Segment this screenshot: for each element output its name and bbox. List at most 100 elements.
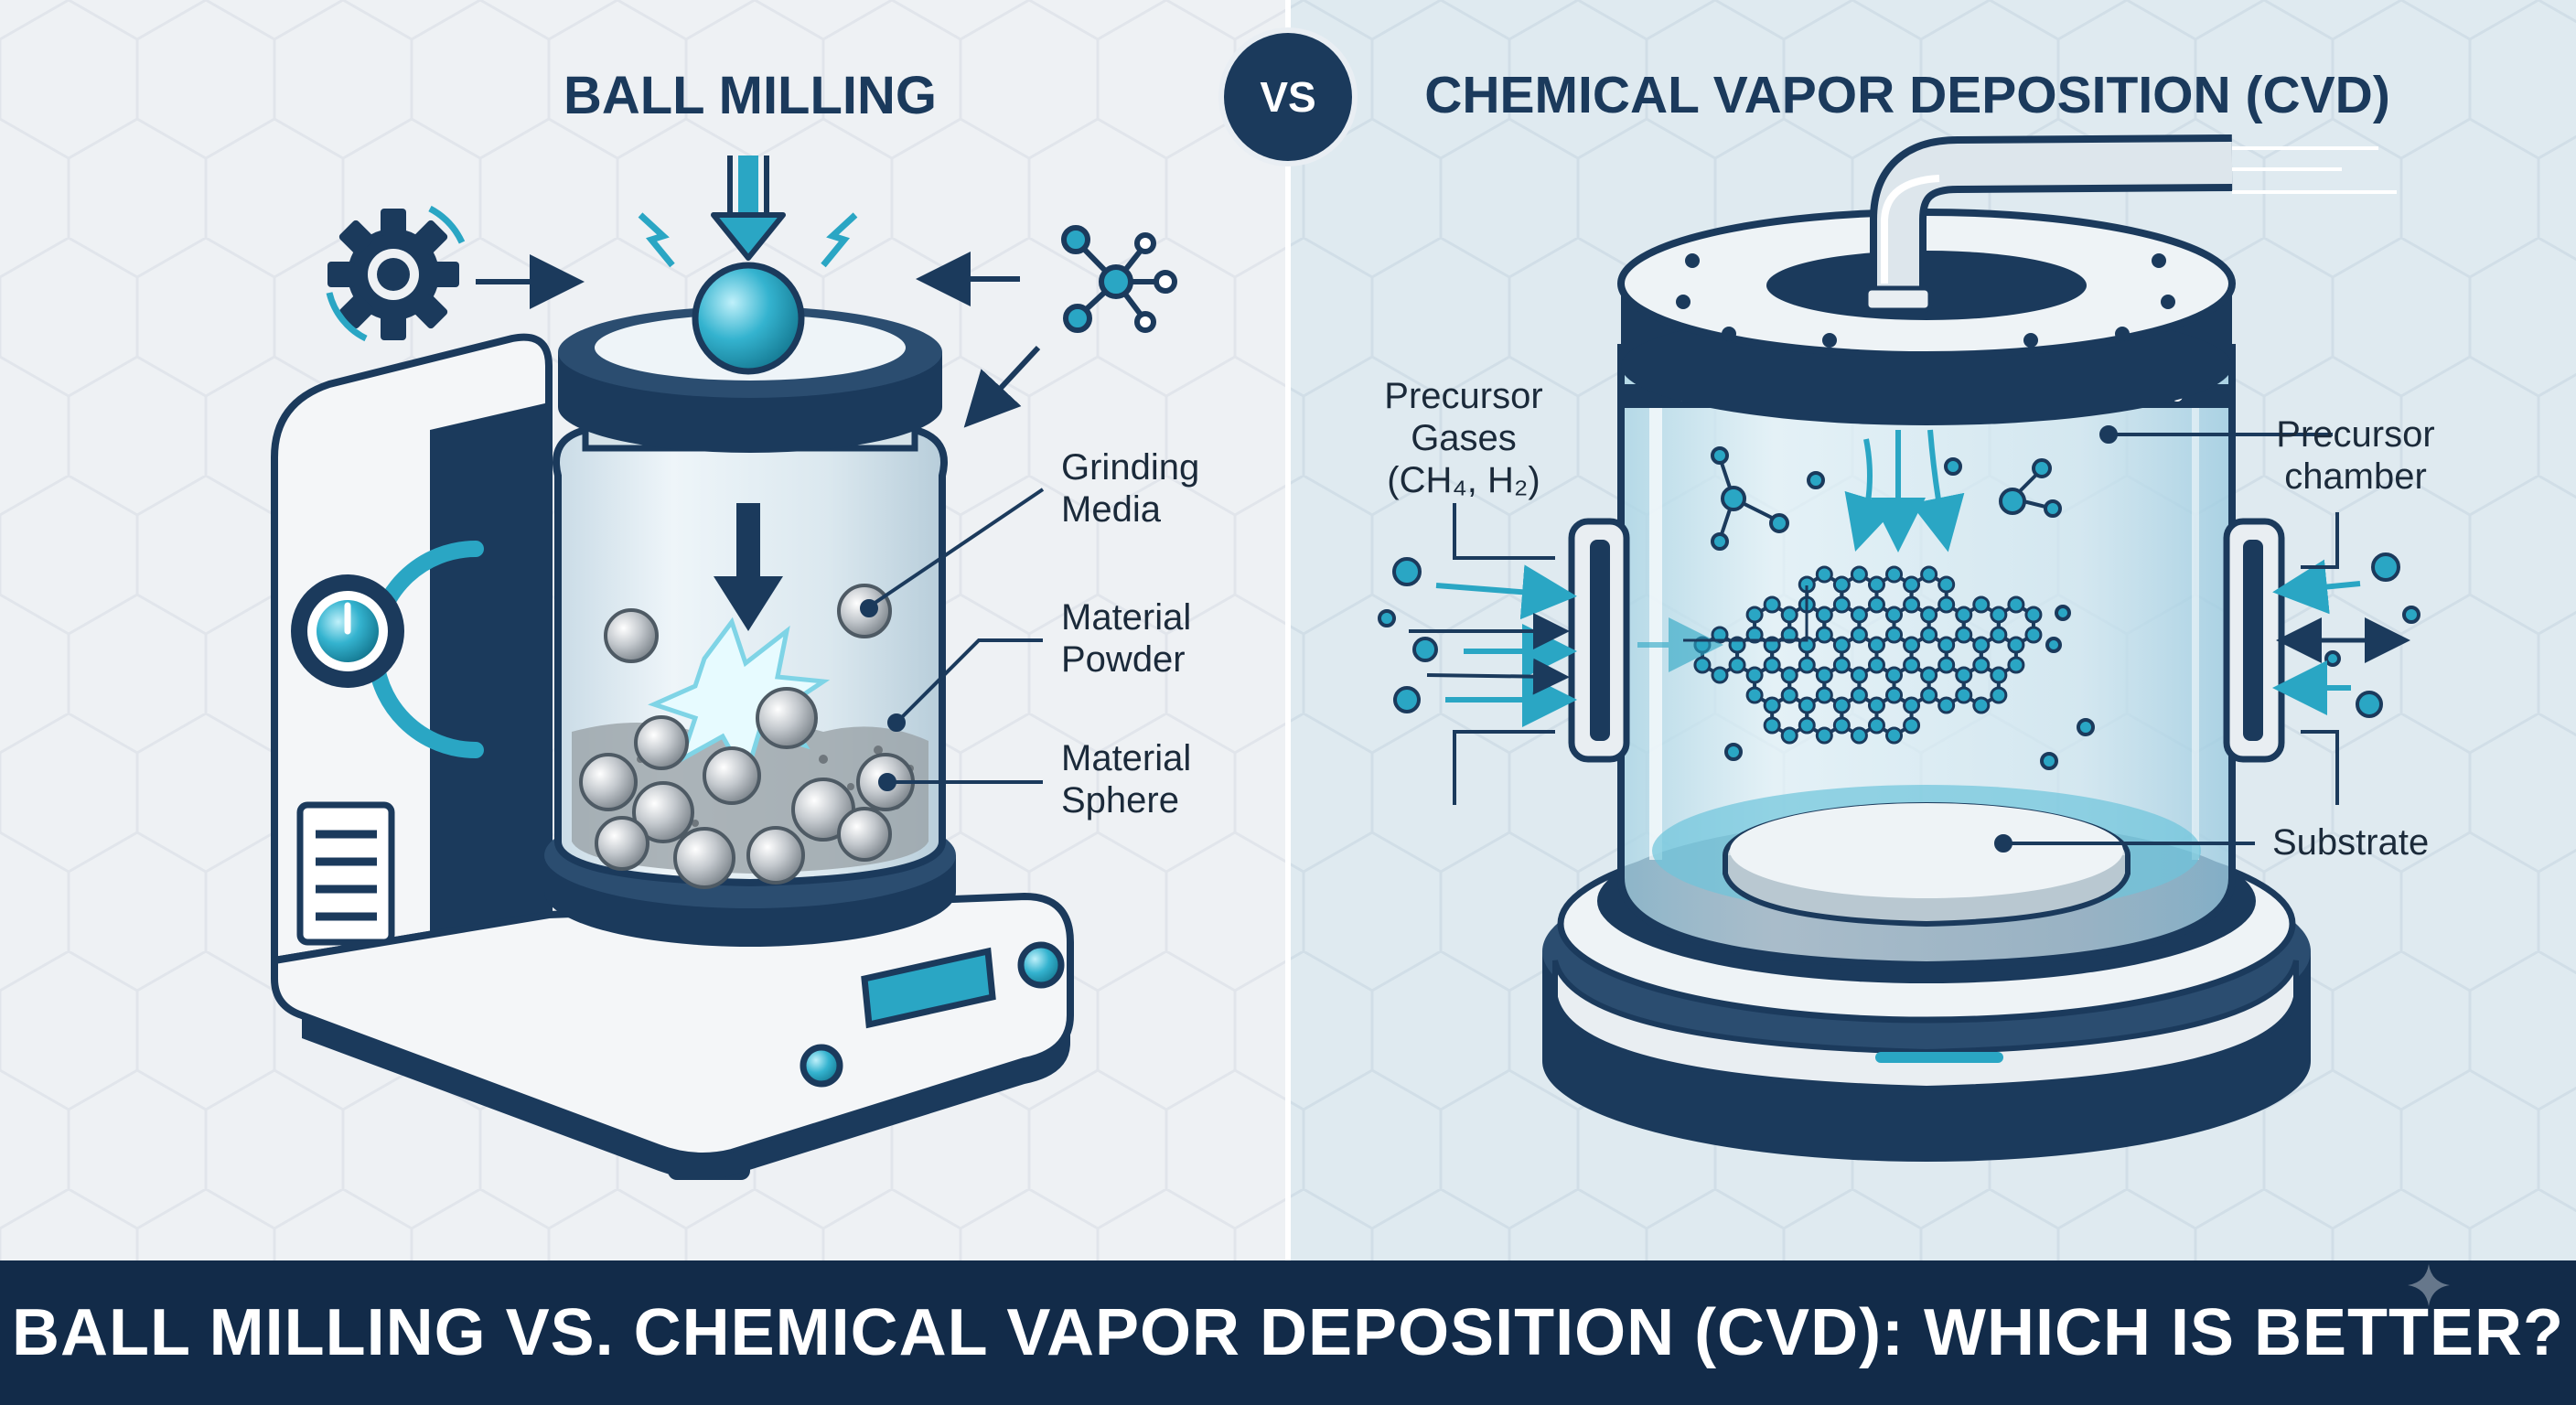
lattice-atom (1972, 696, 1991, 714)
lattice-atom (1745, 686, 1764, 704)
right-leader-lines (1453, 425, 2339, 853)
lattice-atom (1937, 636, 1956, 654)
lattice-atom (1850, 626, 1868, 644)
lattice-atom (1990, 606, 2008, 624)
lattice-atom (1832, 575, 1851, 594)
lattice-atom (1885, 626, 1904, 644)
lattice-atom (2007, 636, 2025, 654)
lattice-atom (2007, 656, 2025, 674)
lattice-atom (2024, 626, 2043, 644)
ball-mill-machine (271, 262, 1074, 1180)
lattice-atom (1885, 666, 1904, 684)
lattice-atom (1798, 696, 1816, 714)
lattice-atom (1955, 686, 1973, 704)
lattice-atom (1815, 606, 1833, 624)
label-material-sphere: Material Sphere (1061, 737, 1191, 821)
lattice-atom (1867, 656, 1885, 674)
lattice-atom (1903, 696, 1921, 714)
bottom-banner: BALL MILLING VS. CHEMICAL VAPOR DEPOSITI… (0, 1260, 2576, 1405)
lattice-atom (1937, 595, 1956, 614)
lattice-atom (1763, 716, 1781, 735)
lattice-atom (1815, 626, 1833, 644)
label-precursor-gases-line2: Gases (1411, 418, 1517, 458)
lattice-atom (1832, 636, 1851, 654)
lattice-atom (1867, 716, 1885, 735)
label-material-sphere-line1: Material (1061, 738, 1192, 778)
vs-badge: VS (1224, 33, 1352, 161)
lattice-atom (1693, 656, 1712, 674)
lattice-atom (1763, 595, 1781, 614)
lattice-atom (1832, 656, 1851, 674)
lattice-atom (1937, 575, 1956, 594)
label-precursor-gases: Precursor Gases (CH₄, H₂) (1372, 375, 1555, 501)
lattice-atom (1711, 666, 1729, 684)
lattice-atom (1885, 686, 1904, 704)
left-leader-lines (860, 488, 1045, 791)
label-grinding-media: Grinding Media (1061, 446, 1199, 531)
lattice-atom (1780, 726, 1798, 745)
lattice-atom (1832, 595, 1851, 614)
molecule-icon (1061, 225, 1177, 333)
impact-ball (692, 262, 805, 375)
lattice-atom (1832, 716, 1851, 735)
lattice-atom (1850, 726, 1868, 745)
lattice-atom (1780, 686, 1798, 704)
lattice-atom (1745, 606, 1764, 624)
label-material-powder-line2: Powder (1061, 639, 1186, 680)
label-substrate: Substrate (2272, 822, 2430, 863)
lattice-atom (1780, 626, 1798, 644)
lattice-atom (1990, 626, 2008, 644)
left-gas-inlets (1378, 557, 1723, 727)
label-precursor-gases-line3: (CH₄, H₂) (1387, 460, 1540, 500)
lattice-atom (1850, 606, 1868, 624)
label-precursor-gases-line1: Precursor (1384, 376, 1543, 416)
lattice-atom (1903, 595, 1921, 614)
lattice-atom (1850, 565, 1868, 584)
lattice-atom (1920, 565, 1938, 584)
lattice-atom (1955, 626, 1973, 644)
lattice-atom (1885, 606, 1904, 624)
lattice-atom (1728, 656, 1746, 674)
lattice-atom (1815, 686, 1833, 704)
lattice-atom (1867, 696, 1885, 714)
lattice-atom (1903, 575, 1921, 594)
lattice-atom (1815, 726, 1833, 745)
lattice-atom (1903, 656, 1921, 674)
lattice-atom (2007, 595, 2025, 614)
floating-molecules (1711, 446, 2095, 770)
lattice-atom (1763, 656, 1781, 674)
lattice-atom (1763, 696, 1781, 714)
lattice-atom (1850, 686, 1868, 704)
lattice-atom (1972, 636, 1991, 654)
lattice-atom (1832, 696, 1851, 714)
lattice-atom (1920, 666, 1938, 684)
label-grinding-media-line2: Media (1061, 489, 1161, 530)
banner-title: BALL MILLING VS. CHEMICAL VAPOR DEPOSITI… (11, 1296, 2564, 1369)
lattice-atom (1850, 666, 1868, 684)
lattice-atom (1990, 666, 2008, 684)
lattice-atom (1955, 606, 1973, 624)
label-material-powder-line1: Material (1061, 597, 1192, 638)
lattice-atom (1937, 656, 1956, 674)
lattice-atom (1745, 626, 1764, 644)
cvd-reactor (1542, 134, 2397, 1162)
right-panel-title: CHEMICAL VAPOR DEPOSITION (CVD) (1424, 66, 2390, 124)
grinding-balls (579, 584, 915, 889)
label-grinding-media-line1: Grinding (1061, 447, 1200, 488)
lattice-atom (1780, 606, 1798, 624)
lattice-atom (1937, 696, 1956, 714)
lattice-atom (1920, 626, 1938, 644)
lattice-atom (1920, 606, 1938, 624)
lattice-atom (1867, 575, 1885, 594)
sparkle-icon (2408, 1264, 2450, 1306)
label-material-sphere-line2: Sphere (1061, 780, 1179, 820)
left-panel-title: BALL MILLING (563, 65, 938, 125)
lattice-atom (1903, 716, 1921, 735)
label-precursor-chamber-line1: Precursor (2276, 414, 2435, 455)
right-gas-inlets (2272, 552, 2420, 718)
impact-arrow-icon (638, 156, 858, 268)
lattice-atom (1972, 656, 1991, 674)
lattice-atom (1972, 595, 1991, 614)
